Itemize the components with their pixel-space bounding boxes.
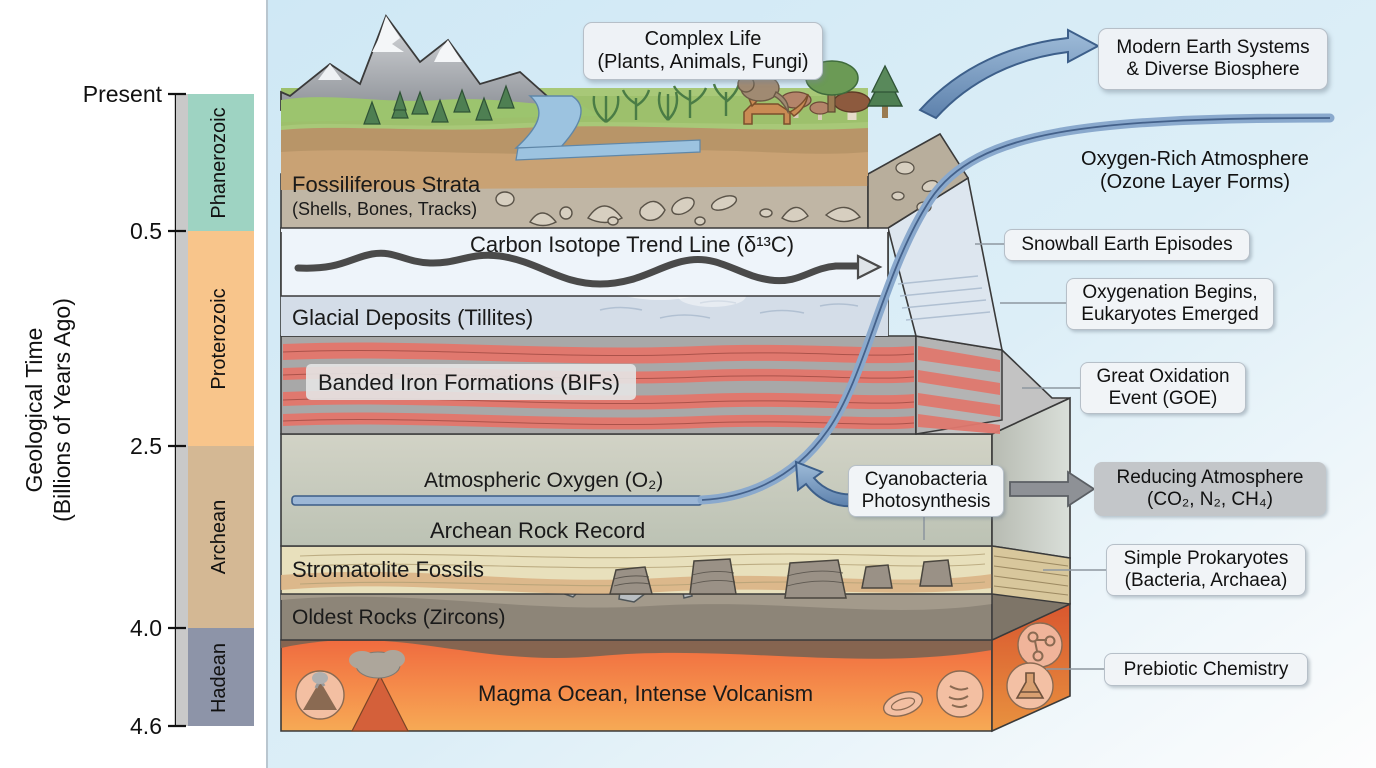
era-band-archean[interactable] (188, 446, 254, 628)
time-axis: Geological Time (Billions of Years Ago) … (21, 81, 254, 739)
side-laminations (991, 545, 1071, 605)
era-colorbar: Phanerozoic Proterozoic Archean Hadean (188, 94, 254, 726)
tick-label-4-0: 4.0 (130, 615, 162, 641)
layer-carbon-isotope[interactable]: Carbon Isotope Trend Line (δ¹³C) (280, 227, 889, 297)
era-band-phanerozoic[interactable] (188, 94, 254, 231)
stromatolite-fossil-icon (609, 558, 953, 599)
callout-complex-life-line2: (Plants, Animals, Fungi) (597, 51, 809, 73)
layer-label-glacial: Glacial Deposits (Tillites) (292, 305, 533, 330)
era-band-hadean[interactable] (188, 628, 254, 726)
callout-oxygen-rich: Oxygen-Rich Atmosphere (Ozone Layer Form… (1072, 146, 1318, 196)
cyanobacteria-arrow (794, 460, 857, 508)
callout-cyanobacteria-line1: Cyanobacteria (864, 469, 988, 490)
callout-oxygenation-line1: Oxygenation Begins, (1082, 282, 1258, 303)
plant-icons (592, 83, 741, 123)
atmospheric-oxygen-line (291, 495, 703, 506)
bacteria-icon (936, 670, 984, 718)
volcano-icon (295, 670, 345, 720)
tick-label-0-5: 0.5 (130, 218, 162, 244)
layer-bif[interactable]: Banded Iron Formations (BIFs) (280, 335, 1071, 435)
callout-goe[interactable]: Great Oxidation Event (GOE) (1080, 362, 1246, 414)
diagram-panel: Magma Ocean, Intense Volcanism Oldest Ro… (266, 0, 1376, 768)
callout-cyanobacteria-line2: Photosynthesis (861, 491, 991, 512)
layer-label-archean-rock: Archean Rock Record (430, 518, 645, 543)
callout-prokaryotes-line2: (Bacteria, Archaea) (1124, 570, 1288, 591)
callout-goe-line2: Event (GOE) (1108, 388, 1218, 409)
callout-snowball-earth-label: Snowball Earth Episodes (1021, 234, 1233, 255)
molecule-icon (1017, 622, 1063, 668)
callout-prebiotic[interactable]: Prebiotic Chemistry (1104, 653, 1308, 686)
callout-reducing-atmosphere-line1: Reducing Atmosphere (1116, 467, 1304, 488)
layer-label-fossiliferous: Fossiliferous Strata (292, 172, 481, 197)
conifer-tree-icon (363, 84, 515, 125)
tick-label-2-5: 2.5 (130, 433, 162, 459)
callout-cyanobacteria[interactable]: Cyanobacteria Photosynthesis (848, 465, 1004, 517)
layer-magma[interactable]: Magma Ocean, Intense Volcanism (280, 602, 1071, 733)
microbe-icon (882, 691, 924, 717)
callout-oxygenation[interactable]: Oxygenation Begins, Eukaryotes Emerged (1066, 278, 1274, 330)
fossil-icons (495, 191, 862, 227)
flask-icon (1006, 662, 1054, 710)
reducing-atmosphere-arrow (1009, 470, 1096, 508)
bif-side-bands (918, 346, 1000, 434)
volcano-erupting-icon (349, 650, 409, 732)
snowcap-icon (372, 16, 404, 52)
callout-prokaryotes-line1: Simple Prokaryotes (1123, 548, 1289, 569)
callout-oxygenation-line2: Eukaryotes Emerged (1081, 304, 1259, 325)
callout-modern-earth[interactable]: Modern Earth Systems & Diverse Biosphere (1098, 28, 1328, 90)
callout-goe-line1: Great Oxidation (1096, 366, 1230, 387)
layer-label-bif: Banded Iron Formations (BIFs) (318, 370, 620, 395)
axis-gutter (176, 94, 188, 726)
callout-leader-lines (923, 243, 1108, 670)
axis-title: Geological Time (21, 328, 47, 493)
era-band-proterozoic[interactable] (188, 231, 254, 446)
era-label-hadean: Hadean (208, 643, 230, 713)
callout-complex-life[interactable]: Complex Life (Plants, Animals, Fungi) (583, 22, 823, 80)
callout-reducing-atmosphere-line2: (CO₂, N₂, CH₄) (1147, 489, 1273, 510)
era-label-phanerozoic: Phanerozoic (208, 107, 230, 218)
axis-subtitle: (Billions of Years Ago) (49, 298, 75, 522)
layer-label-stromatolite: Stromatolite Fossils (292, 557, 484, 582)
callout-modern-earth-line2: & Diverse Biosphere (1126, 59, 1300, 80)
callout-reducing-atmosphere[interactable]: Reducing Atmosphere (CO₂, N₂, CH₄) (1094, 462, 1326, 516)
oxygen-rise-curve (697, 113, 1335, 505)
layer-label-magma: Magma Ocean, Intense Volcanism (478, 681, 813, 706)
era-label-archean: Archean (208, 500, 230, 575)
callout-modern-earth-line1: Modern Earth Systems (1116, 37, 1310, 58)
bif-label-plate (306, 364, 636, 400)
carbon-isotope-curve (294, 249, 840, 288)
sediment-lines (299, 553, 986, 587)
axis-ticks: Present 0.5 2.5 4.0 4.6 (83, 81, 186, 739)
layer-label-atmospheric-oxygen: Atmospheric Oxygen (O₂) (424, 469, 663, 492)
tick-label-present: Present (83, 81, 163, 107)
tick-label-4-6: 4.6 (130, 713, 162, 739)
era-label-proterozoic: Proterozoic (208, 288, 230, 389)
callout-oxygen-rich-line1: Oxygen-Rich Atmosphere (1081, 148, 1309, 170)
ice-texture (599, 300, 859, 319)
callout-complex-life-line1: Complex Life (644, 28, 762, 50)
layer-label-oldest-rocks: Oldest Rocks (Zircons) (292, 606, 506, 629)
conifer-tree-right-icon (866, 64, 904, 118)
callout-prokaryotes[interactable]: Simple Prokaryotes (Bacteria, Archaea) (1106, 544, 1306, 596)
callout-prebiotic-label: Prebiotic Chemistry (1123, 658, 1289, 680)
callout-snowball-earth[interactable]: Snowball Earth Episodes (1004, 229, 1250, 261)
layer-label-carbon-isotope: Carbon Isotope Trend Line (δ¹³C) (470, 232, 794, 257)
carbon-isotope-arrowhead (856, 254, 883, 280)
callout-oxygen-rich-line2: (Ozone Layer Forms) (1099, 171, 1291, 193)
rodent-icon (737, 74, 789, 115)
surface-landscape (280, 14, 904, 176)
layer-sublabel-fossiliferous: (Shells, Bones, Tracks) (292, 199, 477, 219)
layer-stromatolite[interactable]: Stromatolite Fossils (280, 545, 993, 599)
